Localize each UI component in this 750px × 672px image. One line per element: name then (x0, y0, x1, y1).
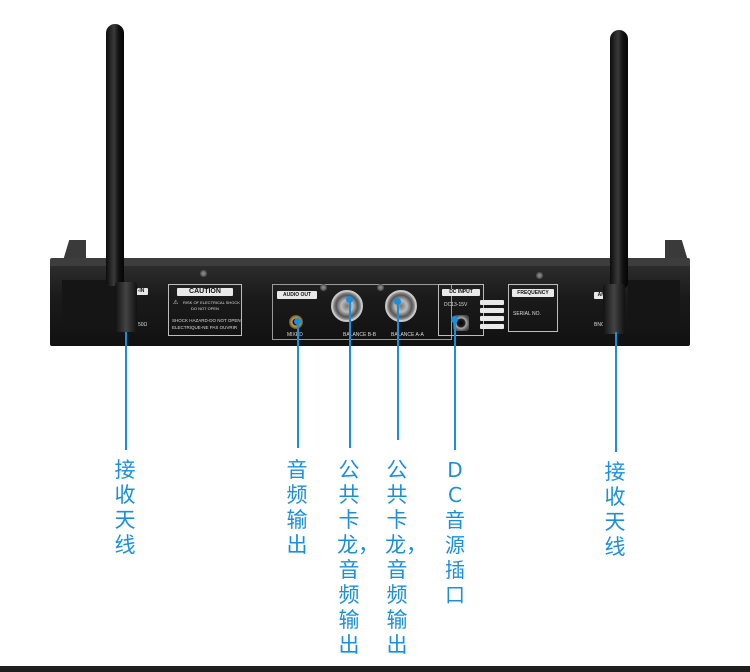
xlr-connector-a (385, 290, 417, 322)
receiver-chassis: ANT-IN 50Ω CAUTION ⚠ RISK OF ELECTRICAL … (50, 258, 690, 346)
freq-chip (480, 308, 504, 313)
balance-b-label: BALANCE B-B (343, 332, 377, 338)
dc-voltage-label: DC13-15V (444, 302, 468, 308)
dc-input-section: DC INPUT DC13-15V (438, 284, 484, 336)
callout-line-right-antenna (615, 332, 617, 452)
left-antenna-base (115, 282, 137, 332)
caution-line-2: DO NOT OPEN (191, 306, 219, 311)
callout-line-audio (297, 320, 299, 448)
shock-line-1: SHOCK HAZARD-DO NOT OPEN (172, 318, 241, 323)
right-antenna (610, 30, 628, 288)
screw (200, 270, 207, 277)
caution-line-1: RISK OF ELECTRICAL SHOCK (183, 300, 240, 305)
callout-label-right-antenna: 接收天线 (604, 460, 626, 559)
callout-line-xlr-b (349, 298, 351, 448)
caution-title: CAUTION (177, 288, 233, 296)
frequency-label: FREQUENCY (512, 289, 554, 297)
bnc-left-label: 50Ω (138, 322, 148, 328)
callout-dot (346, 296, 353, 303)
audio-out-label: AUDIO OUT (277, 291, 317, 299)
callout-line-xlr-a (397, 300, 399, 440)
callout-label-xlr-a: 公共卡龙，音频输出 (385, 458, 427, 657)
callout-label-dc-socket: DC音源插口 (445, 458, 465, 607)
callout-label-audio-output: 音频输出 (286, 458, 308, 557)
callout-line-left-antenna (125, 332, 127, 450)
shock-line-2: ELECTRIQUE-NE PAS OUVRIR (172, 325, 238, 330)
callout-dot (294, 318, 301, 325)
mixed-label: MIXED (287, 332, 303, 338)
frequency-box: FREQUENCY SERIAL NO. (508, 284, 558, 332)
xlr-connector-b (331, 290, 363, 322)
callout-label-xlr-b: 公共卡龙，音频输出 (337, 458, 379, 657)
caution-box: CAUTION ⚠ RISK OF ELECTRICAL SHOCK DO NO… (168, 284, 242, 336)
screw (320, 284, 327, 291)
left-antenna (106, 24, 124, 286)
callout-dot (394, 298, 401, 305)
freq-chip (480, 300, 504, 305)
right-side-panel (628, 280, 680, 330)
bottom-divider (0, 666, 750, 672)
freq-chip (480, 316, 504, 321)
screw (377, 284, 384, 291)
callout-label-left-antenna: 接收天线 (114, 458, 136, 557)
warning-triangle-icon: ⚠ (173, 300, 179, 306)
audio-out-section: AUDIO OUT MIXED BALANCE B-B BALANCE A-A (272, 284, 452, 340)
callout-line-dc (454, 318, 456, 450)
freq-chip (480, 324, 504, 329)
screw (536, 272, 543, 279)
balance-a-label: BALANCE A-A (391, 332, 424, 338)
left-side-panel (62, 280, 120, 330)
right-antenna-base (603, 284, 625, 334)
callout-dot (451, 316, 458, 323)
serial-label: SERIAL NO. (513, 311, 541, 317)
dc-input-label: DC INPUT (442, 289, 480, 296)
